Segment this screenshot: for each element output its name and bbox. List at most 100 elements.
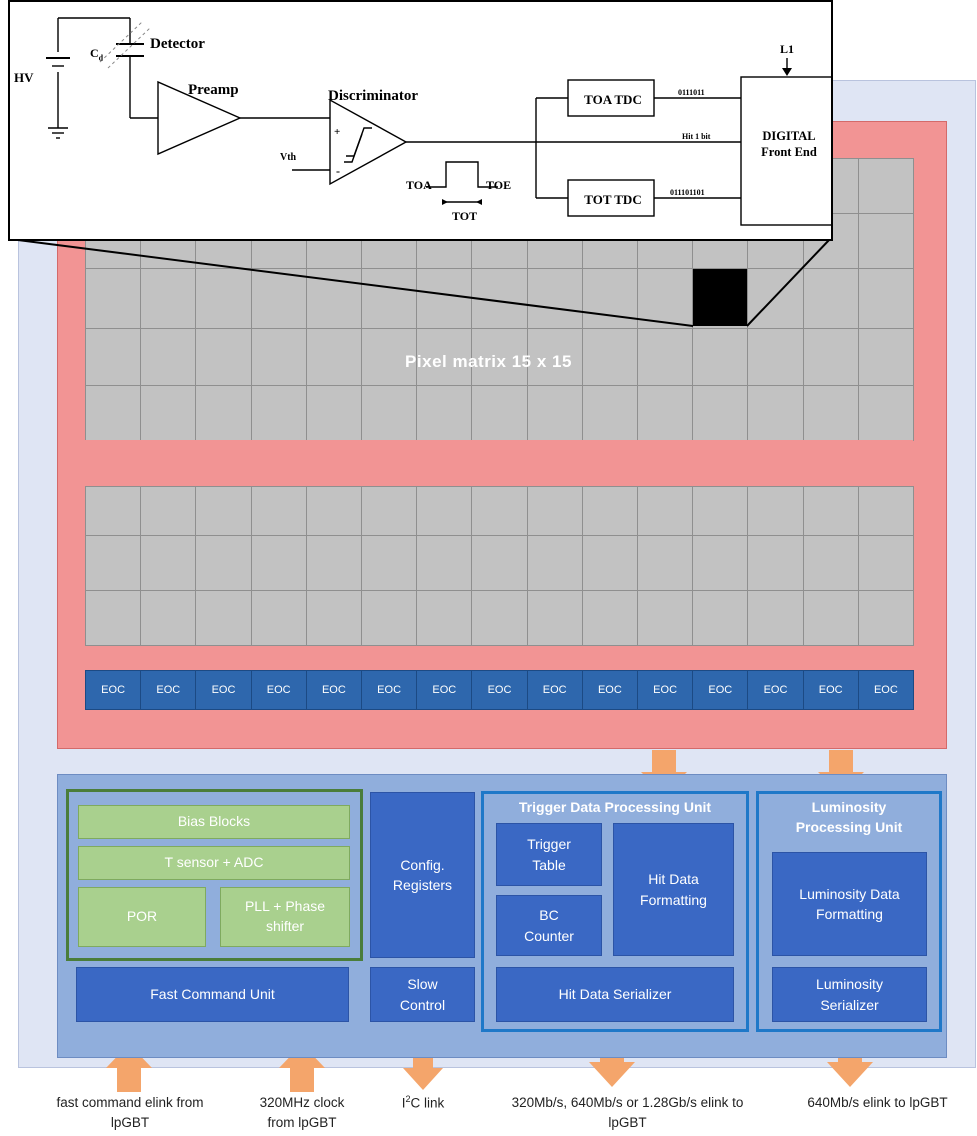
eoc-cell: EOC bbox=[416, 670, 473, 710]
luminosity-data-formatting: Luminosity Data Formatting bbox=[772, 852, 927, 956]
pixel-cell bbox=[140, 535, 197, 591]
toa-label: TOA bbox=[406, 178, 432, 192]
discriminator-label: Discriminator bbox=[328, 88, 418, 104]
pixel-cell bbox=[140, 328, 197, 386]
label-i2c-link: I2C link bbox=[401, 1094, 445, 1111]
pixel-cell bbox=[526, 486, 583, 536]
preamp-label: Preamp bbox=[188, 82, 239, 98]
eoc-cell: EOC bbox=[140, 670, 197, 710]
matrix-separator-band bbox=[85, 440, 913, 486]
por-block: POR bbox=[78, 887, 206, 947]
pixel-schematic-inset: HV Cd Detector Preamp Discriminator Vth … bbox=[8, 0, 833, 241]
slow-control: Slow Control bbox=[370, 967, 475, 1022]
pixel-cell bbox=[802, 385, 859, 441]
tot-bits-label: 011101101 bbox=[670, 188, 705, 197]
pixel-cell bbox=[637, 535, 694, 591]
eoc-cell: EOC bbox=[471, 670, 528, 710]
eoc-cell: EOC bbox=[802, 670, 859, 710]
label-hit-elink: 320Mb/s, 640Mb/s or 1.28Gb/s elink to lp… bbox=[511, 1095, 744, 1130]
cd-label: Cd bbox=[90, 46, 104, 63]
pixel-cell bbox=[195, 268, 252, 329]
zoom-line-right bbox=[746, 238, 831, 327]
luminosity-serializer: Luminosity Serializer bbox=[772, 967, 927, 1022]
digital-front-end-label: DIGITAL Front End bbox=[761, 129, 817, 160]
pixel-cell bbox=[361, 385, 418, 441]
plus-label: + bbox=[334, 126, 341, 138]
toa-tdc-label: TOA TDC bbox=[584, 92, 642, 107]
hit-data-serializer: Hit Data Serializer bbox=[496, 967, 734, 1022]
pixel-cell bbox=[305, 590, 362, 646]
pixel-cell bbox=[250, 486, 307, 536]
pixel-cell bbox=[361, 268, 418, 329]
schematic-drawing bbox=[46, 17, 833, 226]
lumi-unit-title: Luminosity Processing Unit bbox=[795, 799, 903, 835]
pixel-cell bbox=[526, 268, 583, 329]
pixel-cell bbox=[85, 535, 142, 591]
eoc-cell: EOC bbox=[857, 670, 914, 710]
pixel-cell bbox=[416, 535, 473, 591]
toa-bits-label: 0111011 bbox=[678, 88, 705, 97]
pixel-cell bbox=[747, 535, 804, 591]
selected-pixel bbox=[693, 269, 747, 326]
trigger-processing-unit bbox=[481, 791, 749, 1032]
l1-label: L1 bbox=[780, 42, 795, 56]
pixel-cell bbox=[857, 268, 914, 329]
pixel-cell bbox=[747, 268, 804, 329]
pixel-cell bbox=[471, 328, 528, 386]
tot-tdc-label: TOT TDC bbox=[584, 192, 642, 207]
fast-command-unit: Fast Command Unit bbox=[76, 967, 349, 1022]
pixel-cell bbox=[692, 328, 749, 386]
arrow-to-lumi-unit bbox=[818, 750, 864, 795]
pixel-cell bbox=[416, 486, 473, 536]
zoom-line-left bbox=[9, 238, 694, 327]
eoc-cell: EOC bbox=[581, 670, 638, 710]
pixel-cell bbox=[802, 590, 859, 646]
pixel-cell bbox=[747, 328, 804, 386]
pixel-cell bbox=[857, 535, 914, 591]
pixel-cell bbox=[581, 328, 638, 386]
pixel-cell bbox=[250, 268, 307, 329]
pixel-cell bbox=[581, 486, 638, 536]
pixel-cell bbox=[416, 328, 473, 386]
label-clock: 320MHz clock from lpGBT bbox=[259, 1095, 345, 1130]
luminosity-processing-unit bbox=[756, 791, 942, 1032]
hit-bit-label: Hit 1 bit bbox=[682, 132, 711, 141]
hit-data-formatting: Hit Data Formatting bbox=[613, 823, 734, 956]
pixel-cell bbox=[140, 590, 197, 646]
tot-label: TOT bbox=[452, 209, 478, 223]
arrow-to-trigger-unit bbox=[641, 750, 687, 795]
pixel-cell bbox=[305, 535, 362, 591]
pixel-cell bbox=[692, 385, 749, 441]
label-lumi-elink: 640Mb/s elink to lpGBT bbox=[807, 1095, 948, 1110]
pixel-cell bbox=[802, 486, 859, 536]
pixel-cell bbox=[581, 268, 638, 329]
eoc-cell: EOC bbox=[85, 670, 142, 710]
pixel-cell bbox=[85, 590, 142, 646]
pll-phase-shifter: PLL + Phase shifter bbox=[220, 887, 350, 947]
pixel-cell bbox=[857, 590, 914, 646]
pixel-cell bbox=[471, 590, 528, 646]
pixel-cell bbox=[747, 590, 804, 646]
pixel-cell bbox=[857, 385, 914, 441]
pixel-matrix-label: Pixel matrix 15 x 15 bbox=[405, 352, 572, 371]
eoc-cell: EOC bbox=[637, 670, 694, 710]
pixel-cell bbox=[416, 385, 473, 441]
pixel-cell bbox=[857, 486, 914, 536]
eoc-cell: EOC bbox=[250, 670, 307, 710]
bc-counter: BC Counter bbox=[496, 895, 602, 956]
pixel-cell bbox=[857, 213, 914, 269]
config-registers: Config. Registers bbox=[370, 792, 475, 958]
trigger-table: Trigger Table bbox=[496, 823, 602, 886]
hv-label: HV bbox=[14, 70, 34, 85]
minus-label: - bbox=[336, 164, 340, 178]
eoc-cell: EOC bbox=[195, 670, 252, 710]
pixel-cell bbox=[250, 590, 307, 646]
pixel-cell bbox=[85, 328, 142, 386]
pixel-cell bbox=[581, 535, 638, 591]
pixel-cell bbox=[692, 486, 749, 536]
pixel-cell bbox=[195, 535, 252, 591]
pixel-cell bbox=[747, 385, 804, 441]
bias-blocks: Bias Blocks bbox=[78, 805, 350, 839]
pixel-cell bbox=[361, 535, 418, 591]
